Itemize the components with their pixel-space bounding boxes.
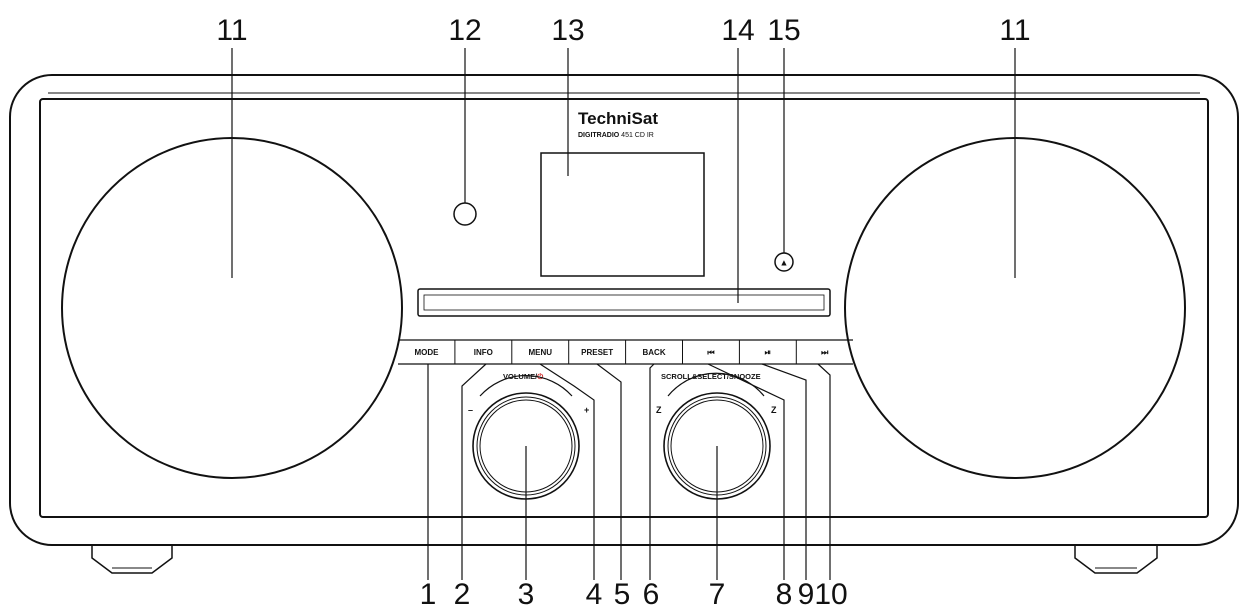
leader-10 (817, 363, 831, 580)
leader-2 (461, 363, 487, 580)
leader-9 (761, 363, 807, 580)
callout-volume: 3 (518, 578, 535, 611)
scroll-left-mark: Z (656, 405, 662, 415)
callouts-top: 11 12 13 14 15 11 (216, 14, 1030, 47)
scroll-title-suffix: /SNOOZE (727, 372, 761, 381)
display-screen (540, 152, 705, 277)
leader-4 (539, 363, 595, 580)
info-button-label: INFO (474, 348, 493, 357)
callout-right-speaker: 11 (999, 14, 1030, 47)
preset-button-label: PRESET (581, 348, 613, 357)
prev-button-label: ⏮ (707, 348, 714, 357)
cd-slot-inner (423, 294, 825, 311)
leader-lines (231, 48, 1016, 580)
leader-6 (649, 363, 655, 580)
callout-preset: 5 (614, 578, 631, 611)
callouts-bottom: 1 2 3 4 5 6 7 8 9 10 (420, 578, 848, 611)
power-icon: ⏻ (537, 372, 544, 381)
callout-display: 13 (551, 14, 584, 47)
leader-8 (707, 363, 785, 580)
cd-slot (417, 288, 831, 317)
volume-knob-arc (479, 374, 573, 397)
ir-sensor (453, 202, 477, 226)
volume-minus: – (468, 405, 473, 415)
callout-info: 2 (454, 578, 471, 611)
callout-cd-slot: 14 (721, 14, 754, 47)
callout-left-speaker: 11 (216, 14, 247, 47)
brand-name: TechniSat (578, 109, 658, 128)
back-button-label: BACK (642, 348, 665, 357)
eject-icon: ▲ (780, 258, 789, 268)
model-name-bold: DIGITRADIO (578, 132, 620, 139)
left-foot (91, 544, 173, 574)
scroll-right-mark: Z (771, 405, 777, 415)
next-button-label: ⏭ (821, 348, 829, 357)
callout-play: 9 (798, 578, 815, 611)
callout-prev: 8 (776, 578, 793, 611)
scroll-title-text: SCROLL&SELECT (661, 372, 727, 381)
right-foot (1074, 544, 1158, 574)
play-button-label: ⏯ (765, 348, 771, 357)
callout-mode: 1 (420, 578, 437, 611)
callout-ir-sensor: 12 (448, 14, 481, 47)
menu-button-label: MENU (528, 348, 552, 357)
callout-next: 10 (814, 578, 847, 611)
model-name: DIGITRADIO 451 CD IR (578, 132, 654, 139)
leader-5 (596, 363, 622, 580)
callout-menu: 4 (586, 578, 603, 611)
scroll-knob-title: SCROLL&SELECT/SNOOZE (661, 372, 761, 381)
model-name-rest: 451 CD IR (619, 132, 654, 139)
callout-eject: 15 (767, 14, 800, 47)
volume-plus: + (584, 405, 589, 415)
callout-scroll: 7 (709, 578, 726, 611)
callout-back: 6 (643, 578, 660, 611)
buttons-group: MODE INFO MENU PRESET BACK ⏮ ⏯ ⏭ (414, 340, 829, 364)
mode-button-label: MODE (414, 348, 439, 357)
